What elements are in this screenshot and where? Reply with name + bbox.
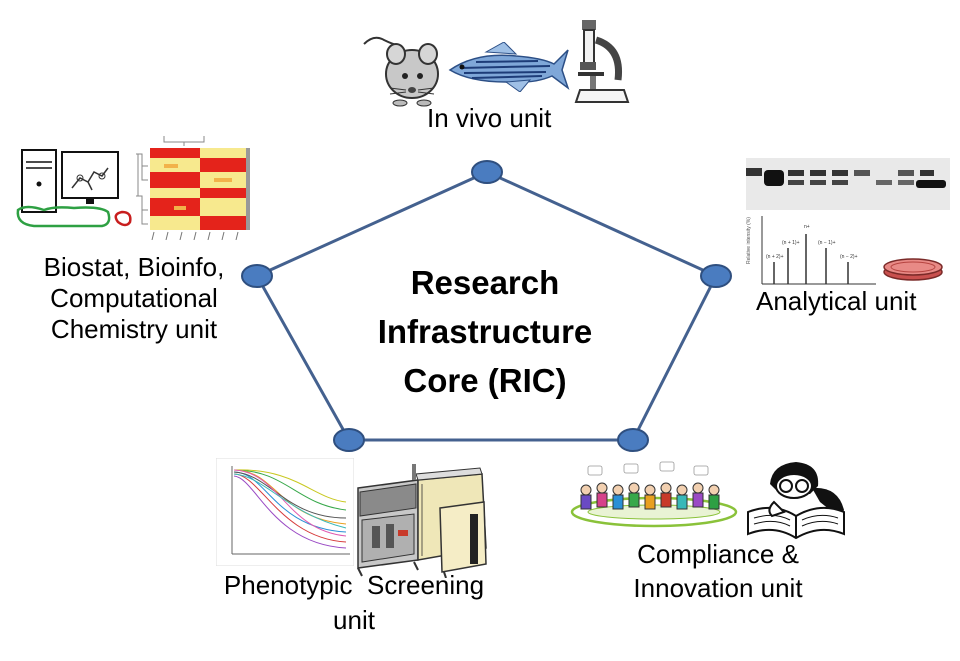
node-top	[471, 160, 503, 184]
pentagon-outline	[254, 170, 719, 442]
center-title-line-3: Core (RIC)	[403, 362, 567, 399]
center-title-line-1: Research	[410, 264, 560, 301]
phenotypic-unit-line-2: unit	[333, 605, 375, 635]
phenotypic-unit-line-1: Phenotypic Screening	[223, 570, 485, 600]
screening-robot-icon	[357, 464, 487, 578]
node-bottom-right	[617, 428, 649, 452]
spectrum-label-4: (n − 1)+	[818, 240, 836, 246]
in-vivo-unit-label: In vivo unit	[427, 103, 551, 134]
zebrafish-icon	[448, 42, 570, 92]
biostat-unit-label: Biostat, Bioinfo, Computational Chemistr…	[14, 252, 254, 345]
petri-dish-icon	[883, 258, 943, 281]
reading-person-icon	[747, 462, 845, 540]
node-left	[241, 264, 273, 288]
node-bottom-left	[333, 428, 365, 452]
biostat-unit-line-1: Biostat, Bioinfo,	[43, 252, 225, 282]
compliance-unit-line-1: Compliance &	[637, 539, 799, 569]
mass-spectrum-icon: Relative intensity (%) (n + 2)+ (n + 1)+…	[746, 216, 876, 285]
center-title-line-2: Infrastructure	[377, 313, 593, 350]
center-title: Research Infrastructure Core (RIC)	[330, 258, 640, 405]
biostat-unit-line-3: Chemistry unit	[50, 314, 218, 344]
spectrum-label-2: (n + 1)+	[782, 240, 800, 246]
spectrum-label-5: (n − 2)+	[840, 254, 858, 260]
phenotypic-unit-label: Phenotypic Screening unit	[216, 568, 492, 638]
compliance-unit-line-2: Innovation unit	[633, 573, 803, 603]
computer-molecule-icon	[16, 149, 132, 228]
analytical-unit-line-1: Analytical unit	[756, 286, 917, 316]
spectrum-label-3: n+	[804, 224, 810, 230]
spectrum-label-1: (n + 2)+	[766, 254, 784, 260]
heatmap-icon	[136, 136, 250, 240]
analytical-unit-label: Analytical unit	[756, 286, 916, 317]
in-vivo-unit-line-1: In vivo unit	[427, 103, 552, 133]
compliance-unit-label: Compliance & Innovation unit	[610, 537, 826, 605]
biostat-unit-line-2: Computational	[50, 283, 218, 313]
microscope-icon	[574, 20, 630, 103]
meeting-people-icon	[570, 461, 738, 528]
mouse-icon	[363, 36, 439, 107]
svg-text:Relative intensity (%): Relative intensity (%)	[746, 217, 752, 264]
dose-response-chart-icon	[216, 458, 354, 566]
node-right	[700, 264, 732, 288]
western-blot-icon	[746, 158, 950, 210]
